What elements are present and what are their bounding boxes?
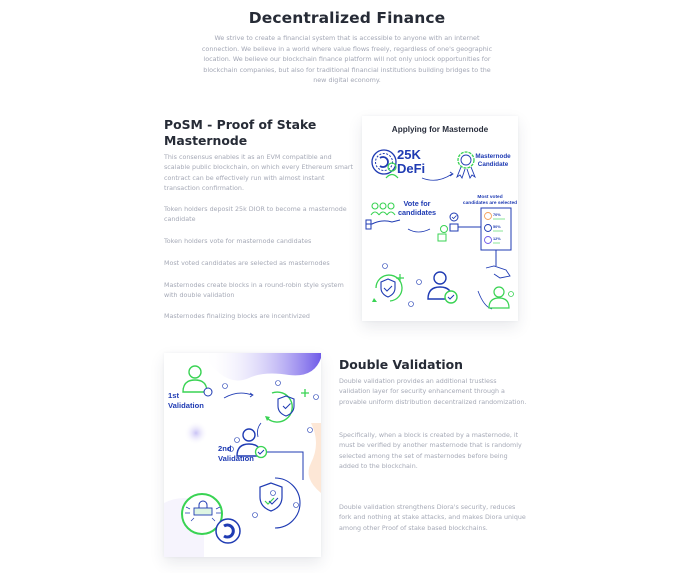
node-dot-icon [408,301,414,307]
posm-title-line1: PoSM - Proof of Stake [164,117,317,132]
decorative-blob-orange [308,423,321,493]
decorative-blob [184,421,208,445]
arrow-icon [421,173,453,181]
verified-shield-icon [259,477,301,529]
voters-group-icon [365,202,401,230]
posm-step-incentive: Masternodes finalizing blocks are incent… [164,313,310,320]
voting-hand-icon [437,212,481,242]
node-dot-icon [222,383,228,389]
node-dot-icon [275,380,281,386]
node-dot-icon [252,512,258,518]
masternode-user-icon [427,271,458,304]
masternode-illustration-card: Applying for Masternode 25K DeFi Mastern… [362,116,518,321]
vote-label-line1: Vote for [403,199,430,208]
posm-title-line2: Masternode [164,133,248,148]
deposit-amount: 25K [397,147,421,162]
decorative-wave [204,353,321,381]
node-dot-icon [228,446,234,452]
double-validation-title: Double Validation [339,357,463,372]
diora-coin-icon [371,149,399,179]
deposit-token: DeFi [397,161,425,176]
double-validation-illustration-card: 1st Validation [164,353,321,557]
node-dot-icon [270,490,276,496]
candidate-icon [484,224,492,232]
first-validator-icon [182,365,213,397]
badge-label-line2: Candidate [478,161,509,168]
vote-share-3: 12% [493,237,501,241]
double-validation-intro: Double validation provides an additional… [339,378,527,406]
masternode-illustration: Applying for Masternode 25K DeFi Mastern… [365,125,517,310]
badge-label-line1: Masternode [475,153,511,160]
posm-step-create-blocks: Masternodes create blocks in a round-rob… [164,282,344,300]
double-validation-illustration: 1st Validation [164,353,321,557]
node-dot-icon [293,502,299,508]
node-dot-icon [416,279,422,285]
diora-logo-icon [215,518,241,544]
arrow-icon [223,392,253,399]
vote-label-line2: candidates [398,208,436,217]
posm-step-select: Most voted candidates are selected as ma… [164,260,330,267]
double-validation-detail: Specifically, when a block is created by… [339,432,522,471]
double-validation-benefits: Double validation strengthens Diora's se… [339,504,526,532]
award-badge-icon [456,151,476,180]
candidate-user-icon [488,286,514,309]
first-validation-label-line1: 1st [168,391,179,400]
posm-step-vote: Token holders vote for masternode candid… [164,238,312,245]
second-validator-icon [236,428,268,459]
shield-check-icon [265,389,309,423]
candidate-icon [484,236,492,244]
hero-description: We strive to create a financial system t… [201,34,493,85]
node-dot-icon [307,427,313,433]
posm-intro-paragraph: This consensus enables it as an EVM comp… [164,154,354,193]
posm-title: PoSM - Proof of Stake Masternode [164,117,354,149]
hero-title: Decentralized Finance [248,9,446,27]
lock-chip-icon [181,493,223,535]
first-validation-label-line2: Validation [168,401,204,410]
candidate-icon [484,212,492,220]
vote-share-2: 50% [493,225,501,229]
selected-label-line1: Most voted [477,194,502,200]
second-validation-label-line1: 2nd [218,444,232,453]
selected-label-line2: candidates are selected [463,200,517,206]
node-dot-icon [234,437,240,443]
illustration-title: Applying for Masternode [392,125,489,134]
posm-step-deposit: Token holders deposit 25k DIOR to become… [164,206,347,224]
vote-share-1: 70% [493,213,501,217]
node-dot-icon [313,394,319,400]
hand-icon [485,265,511,279]
node-dot-icon [382,263,388,269]
shield-check-icon [372,274,404,302]
second-validation-label-line2: Validation [218,454,254,463]
